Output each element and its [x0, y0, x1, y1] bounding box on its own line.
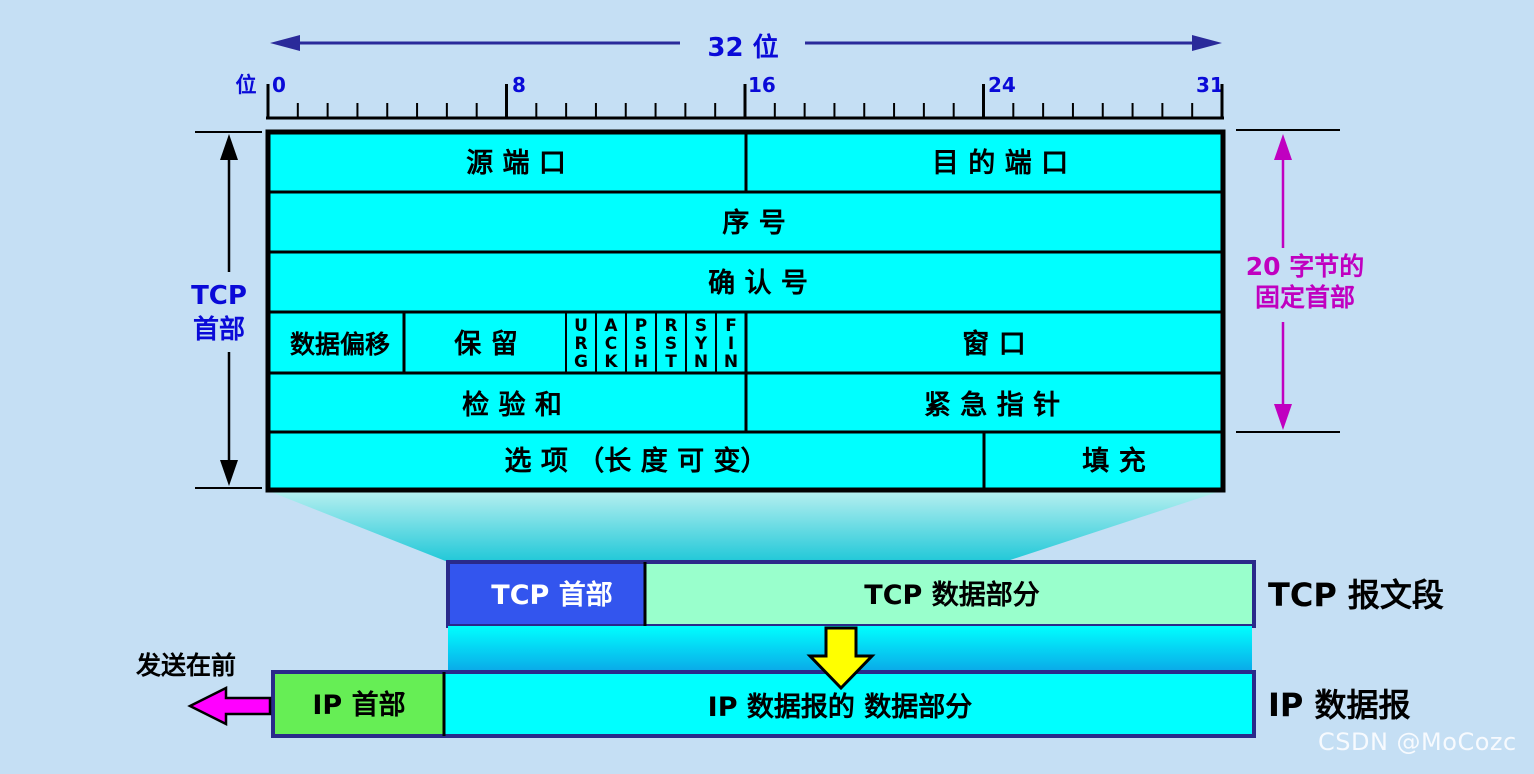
datagram-header-label: IP 首部 — [312, 689, 405, 721]
bit-tick-8: 8 — [512, 73, 526, 97]
tcp-header-table — [265, 129, 1226, 493]
send-direction-arrow-icon — [187, 685, 272, 727]
field-sequence-number: 序 号 — [722, 207, 785, 239]
field-padding: 填 充 — [1082, 445, 1145, 477]
field-urgent-pointer: 紧 急 指 针 — [924, 389, 1060, 421]
send-first-label: 发送在前 — [135, 651, 236, 680]
watermark: CSDN @MoCozc — [1318, 728, 1517, 756]
datagram-data-label: IP 数据报的 数据部分 — [708, 691, 973, 723]
field-ack-number: 确 认 号 — [708, 267, 808, 299]
bit-tick-0: 0 — [272, 73, 286, 97]
left-label-line2: 首部 — [193, 314, 245, 345]
left-label-line1: TCP — [191, 281, 247, 311]
segment-header-label: TCP 首部 — [491, 579, 612, 611]
datagram-header-block — [275, 674, 443, 734]
bit-tick-31: 31 — [1196, 73, 1224, 97]
right-label-line1: 20 字节的 — [1246, 252, 1365, 281]
segment-header-block — [450, 564, 644, 624]
segment-caption: TCP 报文段 — [1268, 576, 1444, 614]
ip-datagram-bar — [271, 670, 1256, 738]
field-options: 选 项 （长 度 可 变） — [505, 445, 768, 477]
field-window: 窗 口 — [962, 328, 1025, 360]
width-arrow — [270, 35, 1222, 51]
datagram-caption: IP 数据报 — [1268, 686, 1411, 724]
bit-tick-24: 24 — [988, 73, 1016, 97]
field-data-offset: 数据偏移 — [290, 330, 390, 359]
right-label-line2: 固定首部 — [1255, 283, 1355, 312]
width-label: 32 位 — [707, 32, 778, 63]
left-height-arrow — [195, 131, 262, 489]
bit-label: 位 — [236, 73, 257, 97]
bit-ruler — [266, 84, 1224, 120]
tcp-segment-bar — [446, 560, 1256, 628]
field-dest-port: 目 的 端 口 — [932, 147, 1068, 179]
expansion-funnel — [266, 490, 1224, 562]
field-source-port: 源 端 口 — [466, 148, 566, 179]
down-arrow-icon — [806, 626, 876, 691]
segment-data-label: TCP 数据部分 — [864, 579, 1039, 611]
bit-tick-16: 16 — [748, 73, 776, 97]
field-checksum: 检 验 和 — [462, 389, 562, 421]
right-height-arrow — [1236, 129, 1340, 433]
field-reserved: 保 留 — [453, 329, 517, 360]
